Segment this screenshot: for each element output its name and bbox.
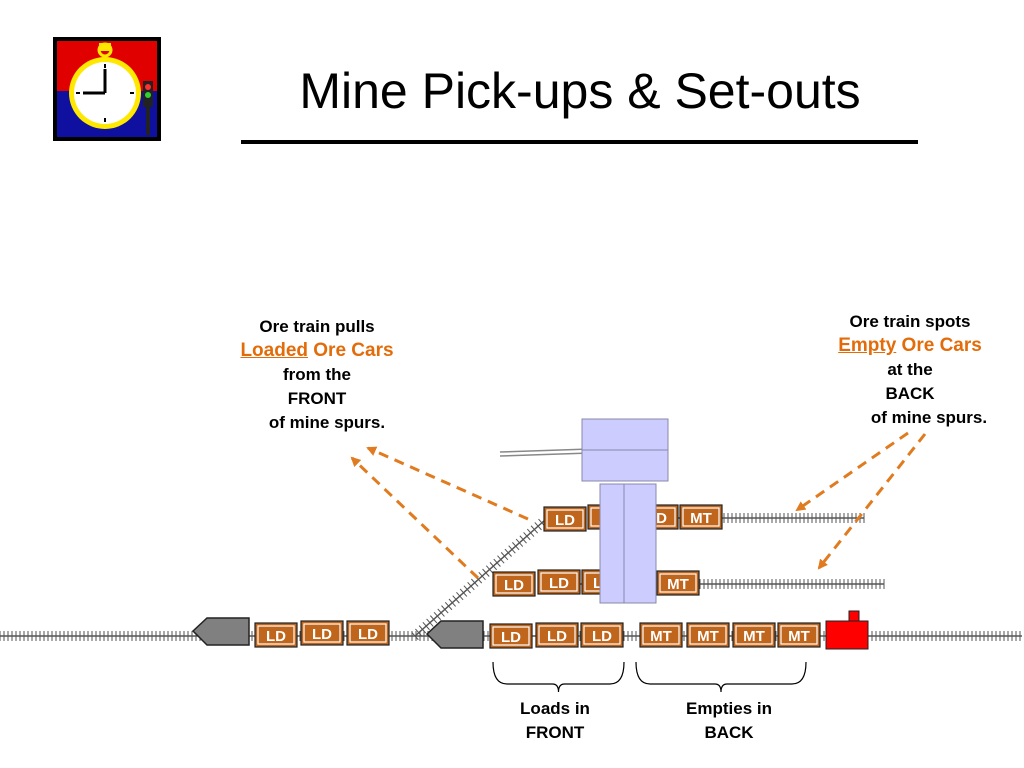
left-note-line5: of mine spurs. xyxy=(268,413,386,432)
car-label: LD xyxy=(549,575,569,592)
empties-caption: Empties in BACK xyxy=(664,697,794,745)
car-label: LD xyxy=(504,577,524,594)
arrow-right-note-to-lower xyxy=(817,433,927,570)
car-label: LD xyxy=(592,628,612,645)
loads-brace xyxy=(492,661,625,693)
car-label: MT xyxy=(650,628,672,645)
right-note: Ore train spots Empty Ore Cars at the BA… xyxy=(815,310,1005,430)
main-left-car-2: LD xyxy=(300,620,344,646)
main-right-car-6: MT xyxy=(732,622,776,648)
car-label: LD xyxy=(555,512,575,529)
arrow-lower-to-left-note xyxy=(350,456,480,580)
car-label: MT xyxy=(697,628,719,645)
car-label: MT xyxy=(788,628,810,645)
left-note-line3: from the xyxy=(283,365,351,384)
left-note: Ore train pulls Loaded Ore Cars from the… xyxy=(222,315,412,435)
main-right-car-4: MT xyxy=(639,622,683,648)
mine-building xyxy=(499,418,669,482)
left-note-line1: Ore train pulls xyxy=(259,317,375,336)
empties-brace xyxy=(635,661,807,693)
title-underline xyxy=(241,140,918,144)
car-label: LD xyxy=(501,629,521,646)
stopwatch-signal-icon xyxy=(53,37,161,141)
right-note-highlight: Empty Ore Cars xyxy=(838,335,982,356)
lower-spur-car-2: LD xyxy=(537,569,581,595)
car-label: MT xyxy=(667,576,689,593)
main-right-car-7: MT xyxy=(777,622,821,648)
right-note-line4: BACK xyxy=(885,384,935,403)
loads-caption: Loads in FRONT xyxy=(495,697,615,745)
main-right-car-2: LD xyxy=(535,622,579,648)
right-note-line1: Ore train spots xyxy=(849,312,971,331)
car-label: MT xyxy=(690,510,712,527)
lower-spur-car-4: MT xyxy=(656,570,700,596)
car-label: LD xyxy=(358,626,378,643)
loads-caption-line2: FRONT xyxy=(525,723,585,742)
car-label: LD xyxy=(547,628,567,645)
lower-spur-car-1: LD xyxy=(492,571,536,597)
page-title: Mine Pick-ups & Set-outs xyxy=(299,63,861,119)
upper-spur-car-4: MT xyxy=(679,504,723,530)
arrow-right-note-to-upper xyxy=(795,431,909,512)
car-label: LD xyxy=(312,626,332,643)
upper-spur-car-1: LD xyxy=(543,506,587,532)
left-locomotive xyxy=(191,617,250,646)
main-left-car-1: LD xyxy=(254,622,298,648)
main-left-car-3: LD xyxy=(346,620,390,646)
right-locomotive xyxy=(425,620,484,649)
left-note-line4: FRONT xyxy=(287,389,347,408)
empties-caption-line2: BACK xyxy=(704,723,754,742)
right-note-line5: of mine spurs. xyxy=(870,408,988,427)
main-right-car-5: MT xyxy=(686,622,730,648)
headframe-tower xyxy=(599,483,657,604)
right-note-line3: at the xyxy=(887,360,933,379)
main-right-car-3: LD xyxy=(580,622,624,648)
loads-caption-line1: Loads in xyxy=(520,699,590,718)
caboose xyxy=(825,610,869,650)
arrow-upper-to-left-note xyxy=(366,446,529,521)
main-right-car-1: LD xyxy=(489,623,533,649)
car-label: MT xyxy=(743,628,765,645)
car-label: LD xyxy=(266,628,286,645)
left-note-highlight: Loaded Ore Cars xyxy=(240,340,394,361)
empties-caption-line1: Empties in xyxy=(686,699,772,718)
diagonal-spur-track xyxy=(411,518,546,641)
